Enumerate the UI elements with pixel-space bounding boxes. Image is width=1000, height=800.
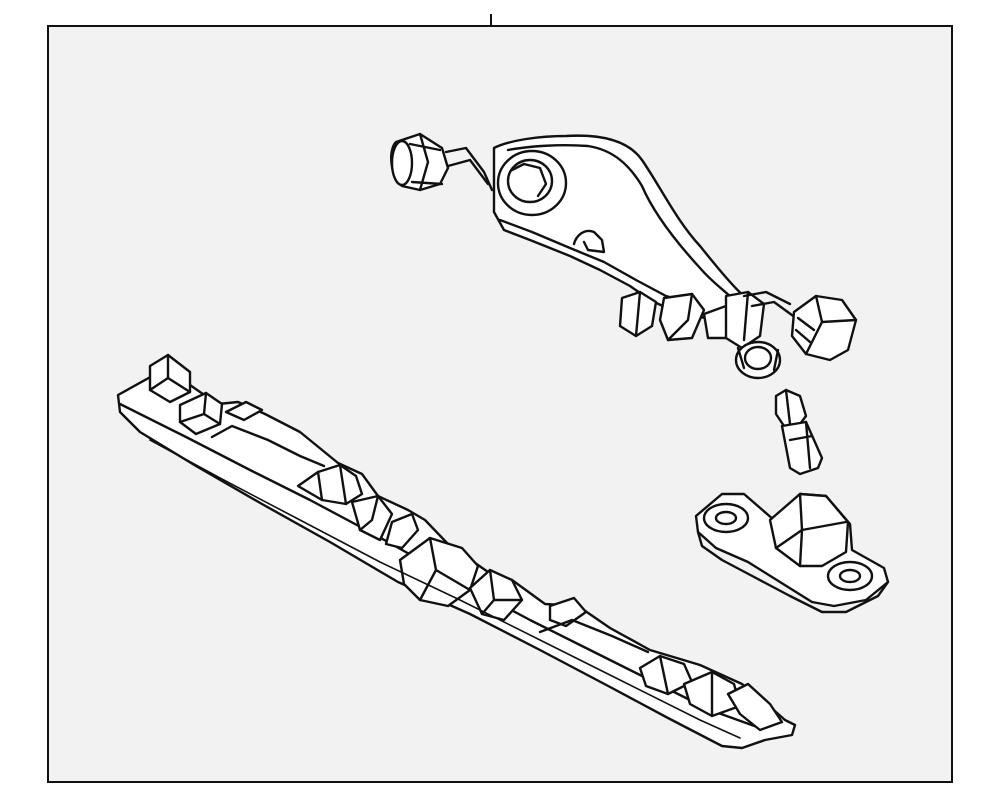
wedge-bulb-icon[interactable] xyxy=(774,388,824,476)
license-lamp-housing-icon[interactable] xyxy=(694,492,890,614)
wiring-harness-icon[interactable] xyxy=(390,132,858,380)
elongated-bracket-icon[interactable] xyxy=(116,353,797,750)
